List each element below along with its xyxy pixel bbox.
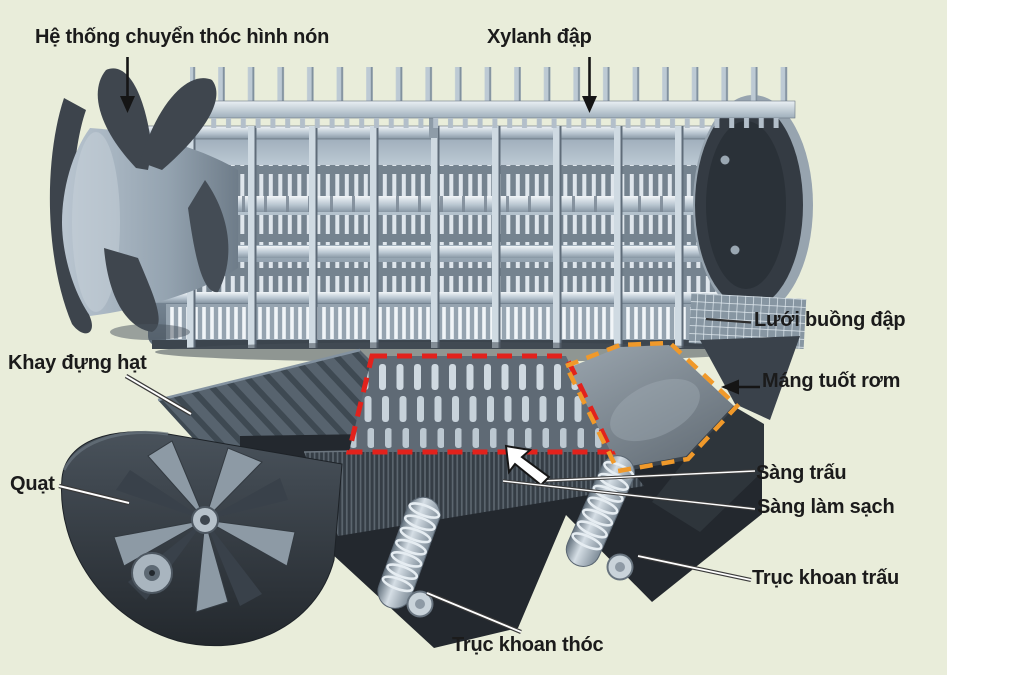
label-straw-chute: Máng tuốt rơm xyxy=(762,370,901,392)
straw-chute-arrow xyxy=(721,379,760,395)
fan-pulley xyxy=(131,552,173,594)
straw-chute xyxy=(568,345,764,532)
grain-auger xyxy=(377,496,441,618)
threshing-cylinder-bar xyxy=(182,67,796,128)
chaff-auger-leader xyxy=(637,553,752,583)
label-chaff-auger: Trục khoan trấu xyxy=(752,567,900,589)
chaff-auger xyxy=(565,455,635,581)
label-feeder-cone: Hệ thống chuyển thóc hình nón xyxy=(35,26,330,48)
label-chaff-sieve: Sàng trấu xyxy=(756,462,847,484)
label-threshing-cylinder: Xylanh đập xyxy=(487,26,592,48)
orange-dashed-highlight xyxy=(562,340,741,474)
red-dashed-highlight xyxy=(345,353,616,455)
label-drum-screen: Lưới buồng đập xyxy=(754,309,906,331)
threshing-drum xyxy=(147,108,760,362)
drum-screen-lower xyxy=(688,293,807,420)
feeder-blade-bottom xyxy=(104,248,159,332)
label-cleaning-sieve: Sàng làm sạch xyxy=(757,496,895,518)
label-fan: Quạt xyxy=(10,473,55,495)
label-grain-tray: Khay đựng hạt xyxy=(8,352,147,374)
feeder-cone-arrow xyxy=(120,57,135,113)
fan-leader xyxy=(58,483,130,506)
cleaning-sieve-leader xyxy=(502,479,756,511)
grain-auger-leader xyxy=(426,591,522,634)
feeder-cone xyxy=(49,68,238,340)
threshing-cylinder-arrow xyxy=(582,57,597,113)
feeder-blade-left xyxy=(97,68,152,170)
drum-screen-leader xyxy=(705,317,752,324)
drum-end-disc xyxy=(693,95,813,315)
fan xyxy=(61,430,343,647)
chaff-sieve xyxy=(349,356,612,452)
feeder-blade-right xyxy=(140,78,217,170)
callouts xyxy=(58,57,760,634)
grain-tray-leader xyxy=(124,374,193,416)
chaff-sieve-arrow xyxy=(504,444,756,487)
label-grain-auger: Trục khoan thóc xyxy=(452,634,604,656)
